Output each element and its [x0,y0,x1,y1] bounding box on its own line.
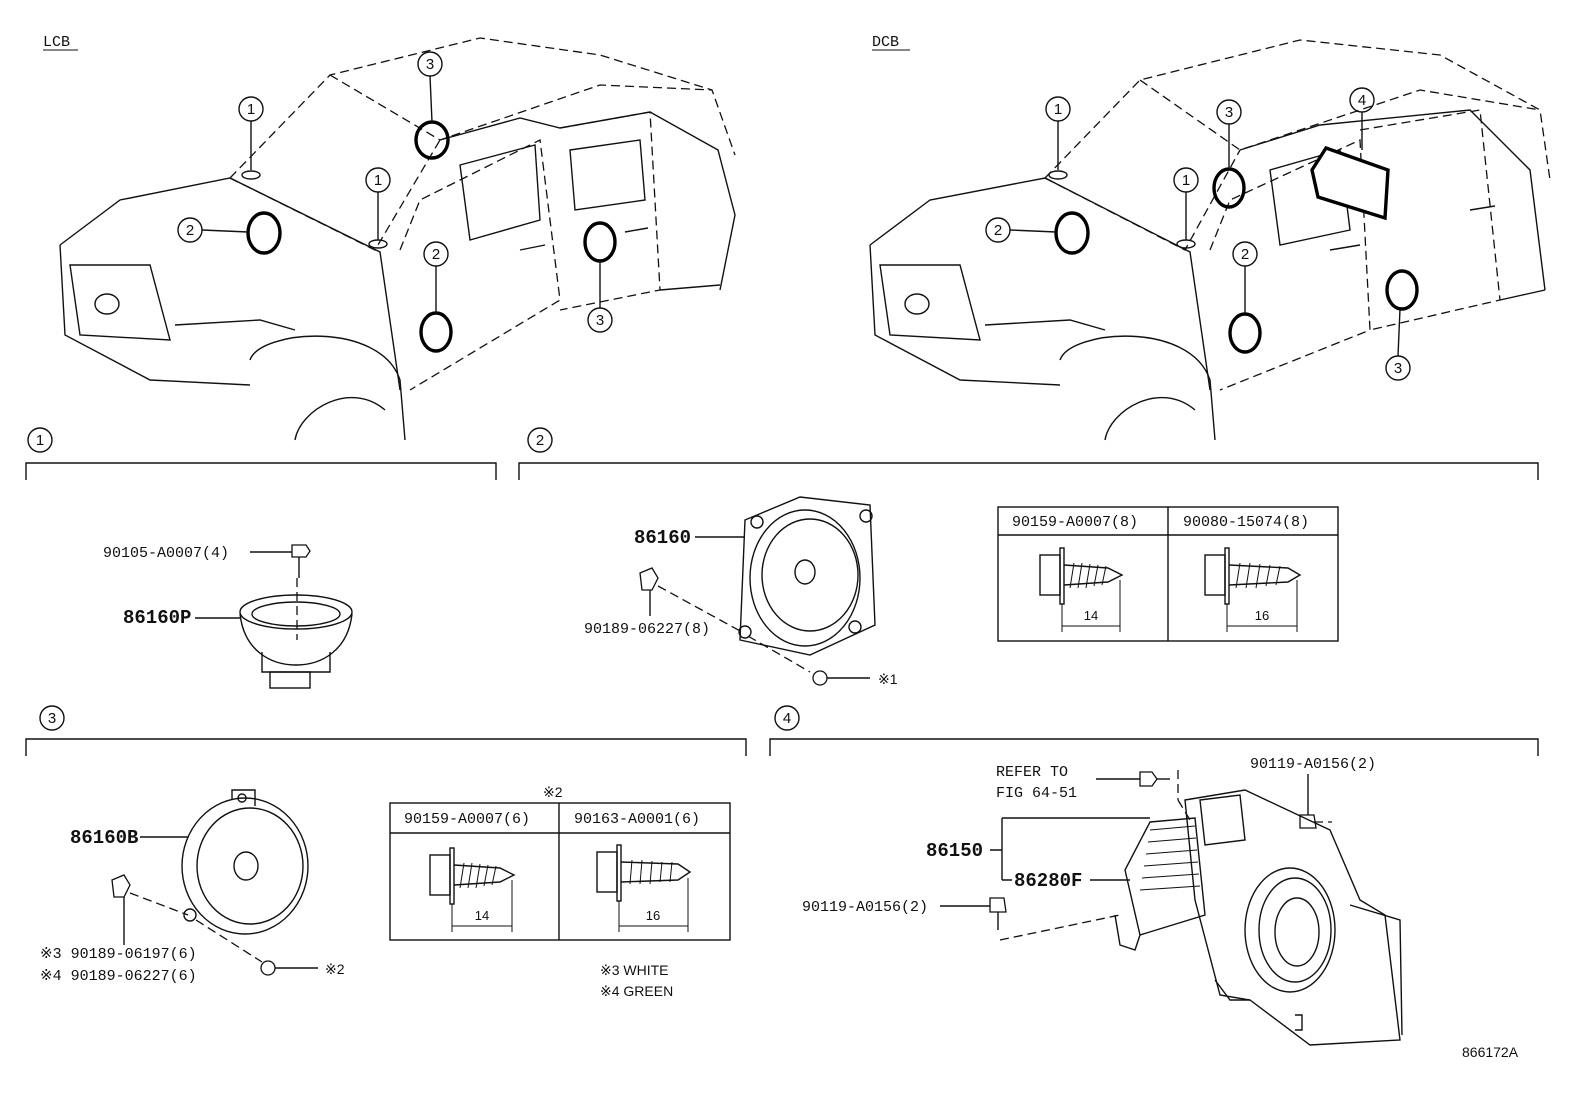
part-label-86160B: 86160B [70,827,138,849]
screw-table-section-2: 90159-A0007(8) 90080-15074(8) 14 16 [997,506,1339,642]
svg-text:1: 1 [1054,101,1062,118]
refer-to-line-1: REFER TO [996,764,1068,781]
legend-green: ※4 GREEN [600,983,673,999]
part-label-86150: 86150 [926,840,983,862]
svg-text:2: 2 [1241,246,1249,263]
table-title-note-2: ※2 [543,784,563,800]
screw-table-section-3: 90159-A0007(6) 90163-A0001(6) 14 16 [389,802,731,941]
section-2-number: 2 [536,432,544,449]
callout-2-b: 2 [423,241,449,313]
table3-cell-length-2: 16 [646,908,660,923]
refer-to-line-2: FIG 64-51 [996,785,1077,802]
figure-id: 866172A [1462,1044,1519,1060]
callout-dcb-4: 4 [1349,87,1375,150]
callout-3-b: 3 [587,261,613,333]
callout-dcb-3-b: 3 [1385,308,1411,381]
callout-dcb-3-a: 3 [1216,99,1242,169]
part-label-86280F: 86280F [1014,870,1082,892]
svg-text:3: 3 [1225,104,1233,121]
table3-cell-part-2: 90163-A0001(6) [574,811,700,828]
view-label-lcb: LCB [43,34,70,51]
svg-text:2: 2 [994,222,1002,239]
svg-text:3: 3 [426,56,434,73]
svg-text:3: 3 [1394,360,1402,377]
subwoofer-location-marker [1310,145,1390,221]
svg-text:4: 4 [1358,92,1366,109]
truck-illustration-dcb: DCB 1 1 2 [869,34,1551,441]
svg-text:3: 3 [596,312,604,329]
svg-text:2: 2 [432,246,440,263]
svg-text:1: 1 [374,172,382,189]
callout-dcb-1-b: 1 [1173,167,1199,240]
section-4-number: 4 [783,710,791,727]
svg-text:2: 2 [186,222,194,239]
section-1-number: 1 [36,432,44,449]
part-label-86160: 86160 [634,527,691,549]
section-2-front-door-speaker: 2 86160 90189-06227(8) ※1 90159-A0007(8)… [518,427,1539,687]
callout-3-a: 3 [417,51,443,123]
callout-1-b: 1 [365,167,391,240]
table-cell-length-2: 16 [1255,608,1269,623]
callout-dcb-2-a: 2 [985,217,1057,243]
note-1: ※1 [878,671,898,687]
section-4-subwoofer: 4 REFER TO FIG 64-51 90119-A0156(2) 8615… [769,705,1539,1046]
table-cell-length-1: 14 [1084,608,1098,623]
table-cell-part-2: 90080-15074(8) [1183,514,1309,531]
callout-dcb-2-b: 2 [1232,241,1258,314]
section-3-rear-door-speaker: 3 86160B ※2 ※3 90189-06197(6) ※4 90189-0… [25,705,747,999]
callout-1-a: 1 [238,96,264,170]
part-label-90119-A0156-left: 90119-A0156(2) [802,899,928,916]
part-label-90189-06227-b: ※4 90189-06227(6) [40,968,197,985]
part-label-86160P: 86160P [123,607,191,629]
svg-text:1: 1 [1182,172,1190,189]
view-label-dcb: DCB [872,34,899,51]
callout-2-a: 2 [177,217,249,243]
legend-white: ※3 WHITE [600,962,669,978]
callout-dcb-1-a: 1 [1045,96,1071,170]
table-cell-part-1: 90159-A0007(8) [1012,514,1138,531]
part-label-90119-A0156-top: 90119-A0156(2) [1250,756,1376,773]
part-label-90189-06227: 90189-06227(8) [584,621,710,638]
note-2: ※2 [325,961,345,977]
part-label-90189-06197: ※3 90189-06197(6) [40,946,197,963]
part-label-90105-A0007: 90105-A0007(4) [103,545,229,562]
table3-cell-length-1: 14 [475,908,489,923]
section-1-dash-speaker: 1 90105-A0007(4) 86160P [25,427,497,689]
truck-illustration-lcb: LCB 1 1 [43,34,736,441]
table3-cell-part-1: 90159-A0007(6) [404,811,530,828]
svg-text:1: 1 [247,101,255,118]
section-3-number: 3 [48,710,56,727]
